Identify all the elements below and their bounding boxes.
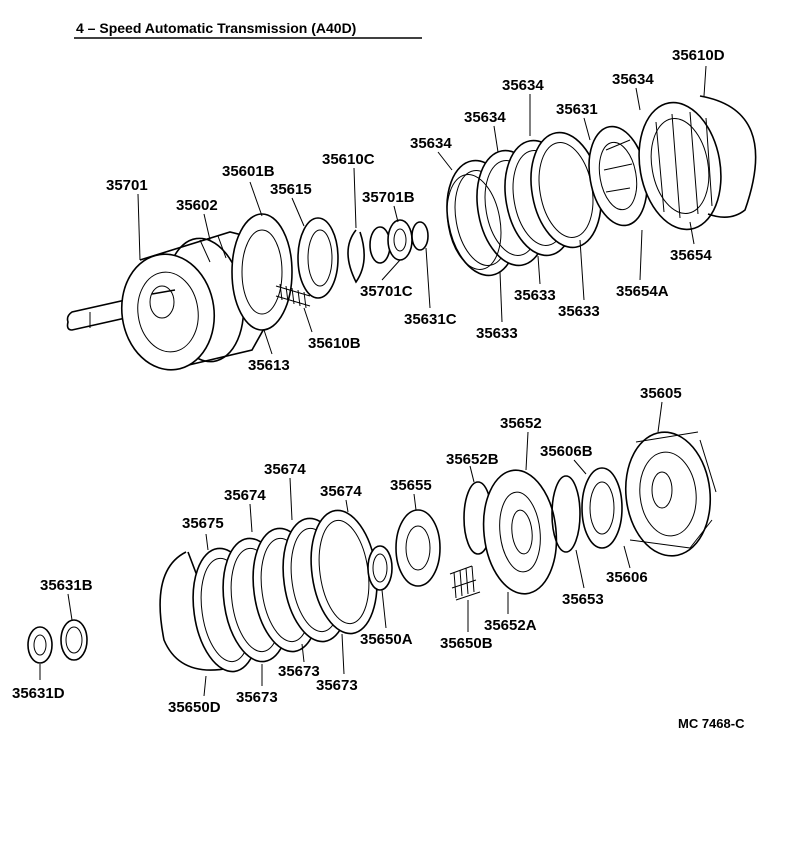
part-label-35633: 35633 [514,287,556,304]
part-label-35701b: 35701B [362,189,415,206]
part-label-35613: 35613 [248,357,290,374]
part-label-35634: 35634 [464,109,506,126]
part-label-35701: 35701 [106,177,148,194]
part-label-35610d: 35610D [672,47,725,64]
part-label-35605: 35605 [640,385,682,402]
part-label-35631b: 35631B [40,577,93,594]
part-label-35701c: 35701C [360,283,413,300]
part-label-35602: 35602 [176,197,218,214]
part-label-35631: 35631 [556,101,598,118]
part-label-35652: 35652 [500,415,542,432]
part-label-35631c: 35631C [404,311,457,328]
part-label-35650d: 35650D [168,699,221,716]
part-label-35673: 35673 [278,663,320,680]
part-label-35650a: 35650A [360,631,413,648]
part-labels: 35701 35602 35601B 35615 35610C 35701B 3… [12,47,725,716]
part-label-35633: 35633 [476,325,518,342]
part-label-35606: 35606 [606,569,648,586]
part-label-35634: 35634 [612,71,654,88]
drawing-code: MC 7468-C [678,716,745,731]
part-label-35653: 35653 [562,591,604,608]
part-label-35606b: 35606B [540,443,593,460]
part-label-35673: 35673 [316,677,358,694]
part-label-35601b: 35601B [222,163,275,180]
part-label-35675: 35675 [182,515,224,532]
upper-assembly-drawing [66,95,757,371]
part-label-35634: 35634 [410,135,452,152]
part-label-35615: 35615 [270,181,312,198]
part-label-35633: 35633 [558,303,600,320]
part-label-35674: 35674 [264,461,306,478]
diagram-title: 4 – Speed Automatic Transmission (A40D) [76,20,356,36]
part-label-35674: 35674 [224,487,266,504]
part-label-35674: 35674 [320,483,362,500]
part-label-35673: 35673 [236,689,278,706]
part-label-35610b: 35610B [308,335,361,352]
part-label-35654a: 35654A [616,283,669,300]
part-label-35655: 35655 [390,477,432,494]
lower-assembly-drawing [27,431,717,673]
part-label-35654: 35654 [670,247,712,264]
part-label-35650b: 35650B [440,635,493,652]
part-label-35610c: 35610C [322,151,375,168]
part-label-35652a: 35652A [484,617,537,634]
part-label-35634: 35634 [502,77,544,94]
part-label-35631d: 35631D [12,685,65,702]
leader-lines [39,65,707,697]
part-label-35652b: 35652B [446,451,499,468]
